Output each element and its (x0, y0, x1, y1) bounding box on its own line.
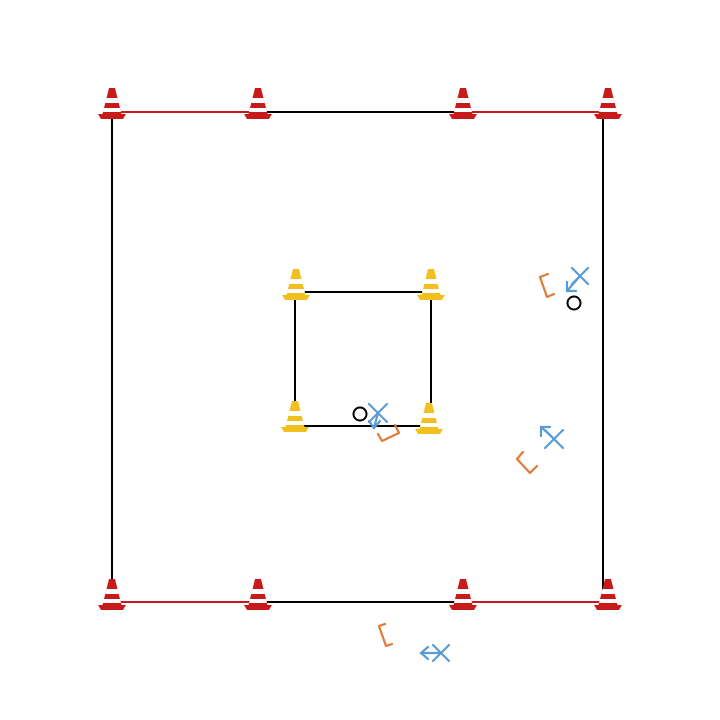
brackets (376, 272, 556, 648)
traffic-cone-icon (282, 269, 310, 300)
x-player-with-arrow-icon (419, 643, 451, 663)
bracket-marker-icon (377, 622, 394, 648)
traffic-cone-icon (281, 401, 309, 432)
traffic-cone-icon (594, 579, 622, 610)
inner-square (294, 291, 432, 427)
traffic-cone-icon (244, 579, 272, 610)
balls (352, 295, 582, 422)
x-player-with-arrow-icon (539, 425, 565, 450)
x-player-with-arrow-icon (565, 266, 590, 293)
players (367, 266, 590, 663)
traffic-cone-icon (415, 403, 443, 434)
outer-cones (98, 88, 622, 610)
bracket-marker-icon (515, 450, 539, 475)
bracket-marker-icon (376, 423, 401, 443)
traffic-cone-icon (244, 88, 272, 119)
outer-boundary (111, 111, 608, 603)
ball-icon (352, 406, 368, 422)
traffic-cone-icon (449, 579, 477, 610)
ball-icon (566, 295, 582, 311)
x-player-with-arrow-icon (367, 402, 389, 430)
traffic-cone-icon (449, 88, 477, 119)
traffic-cone-icon (594, 88, 622, 119)
traffic-cone-icon (98, 88, 126, 119)
traffic-cone-icon (98, 579, 126, 610)
traffic-cone-icon (417, 269, 445, 300)
bracket-marker-icon (538, 272, 556, 299)
